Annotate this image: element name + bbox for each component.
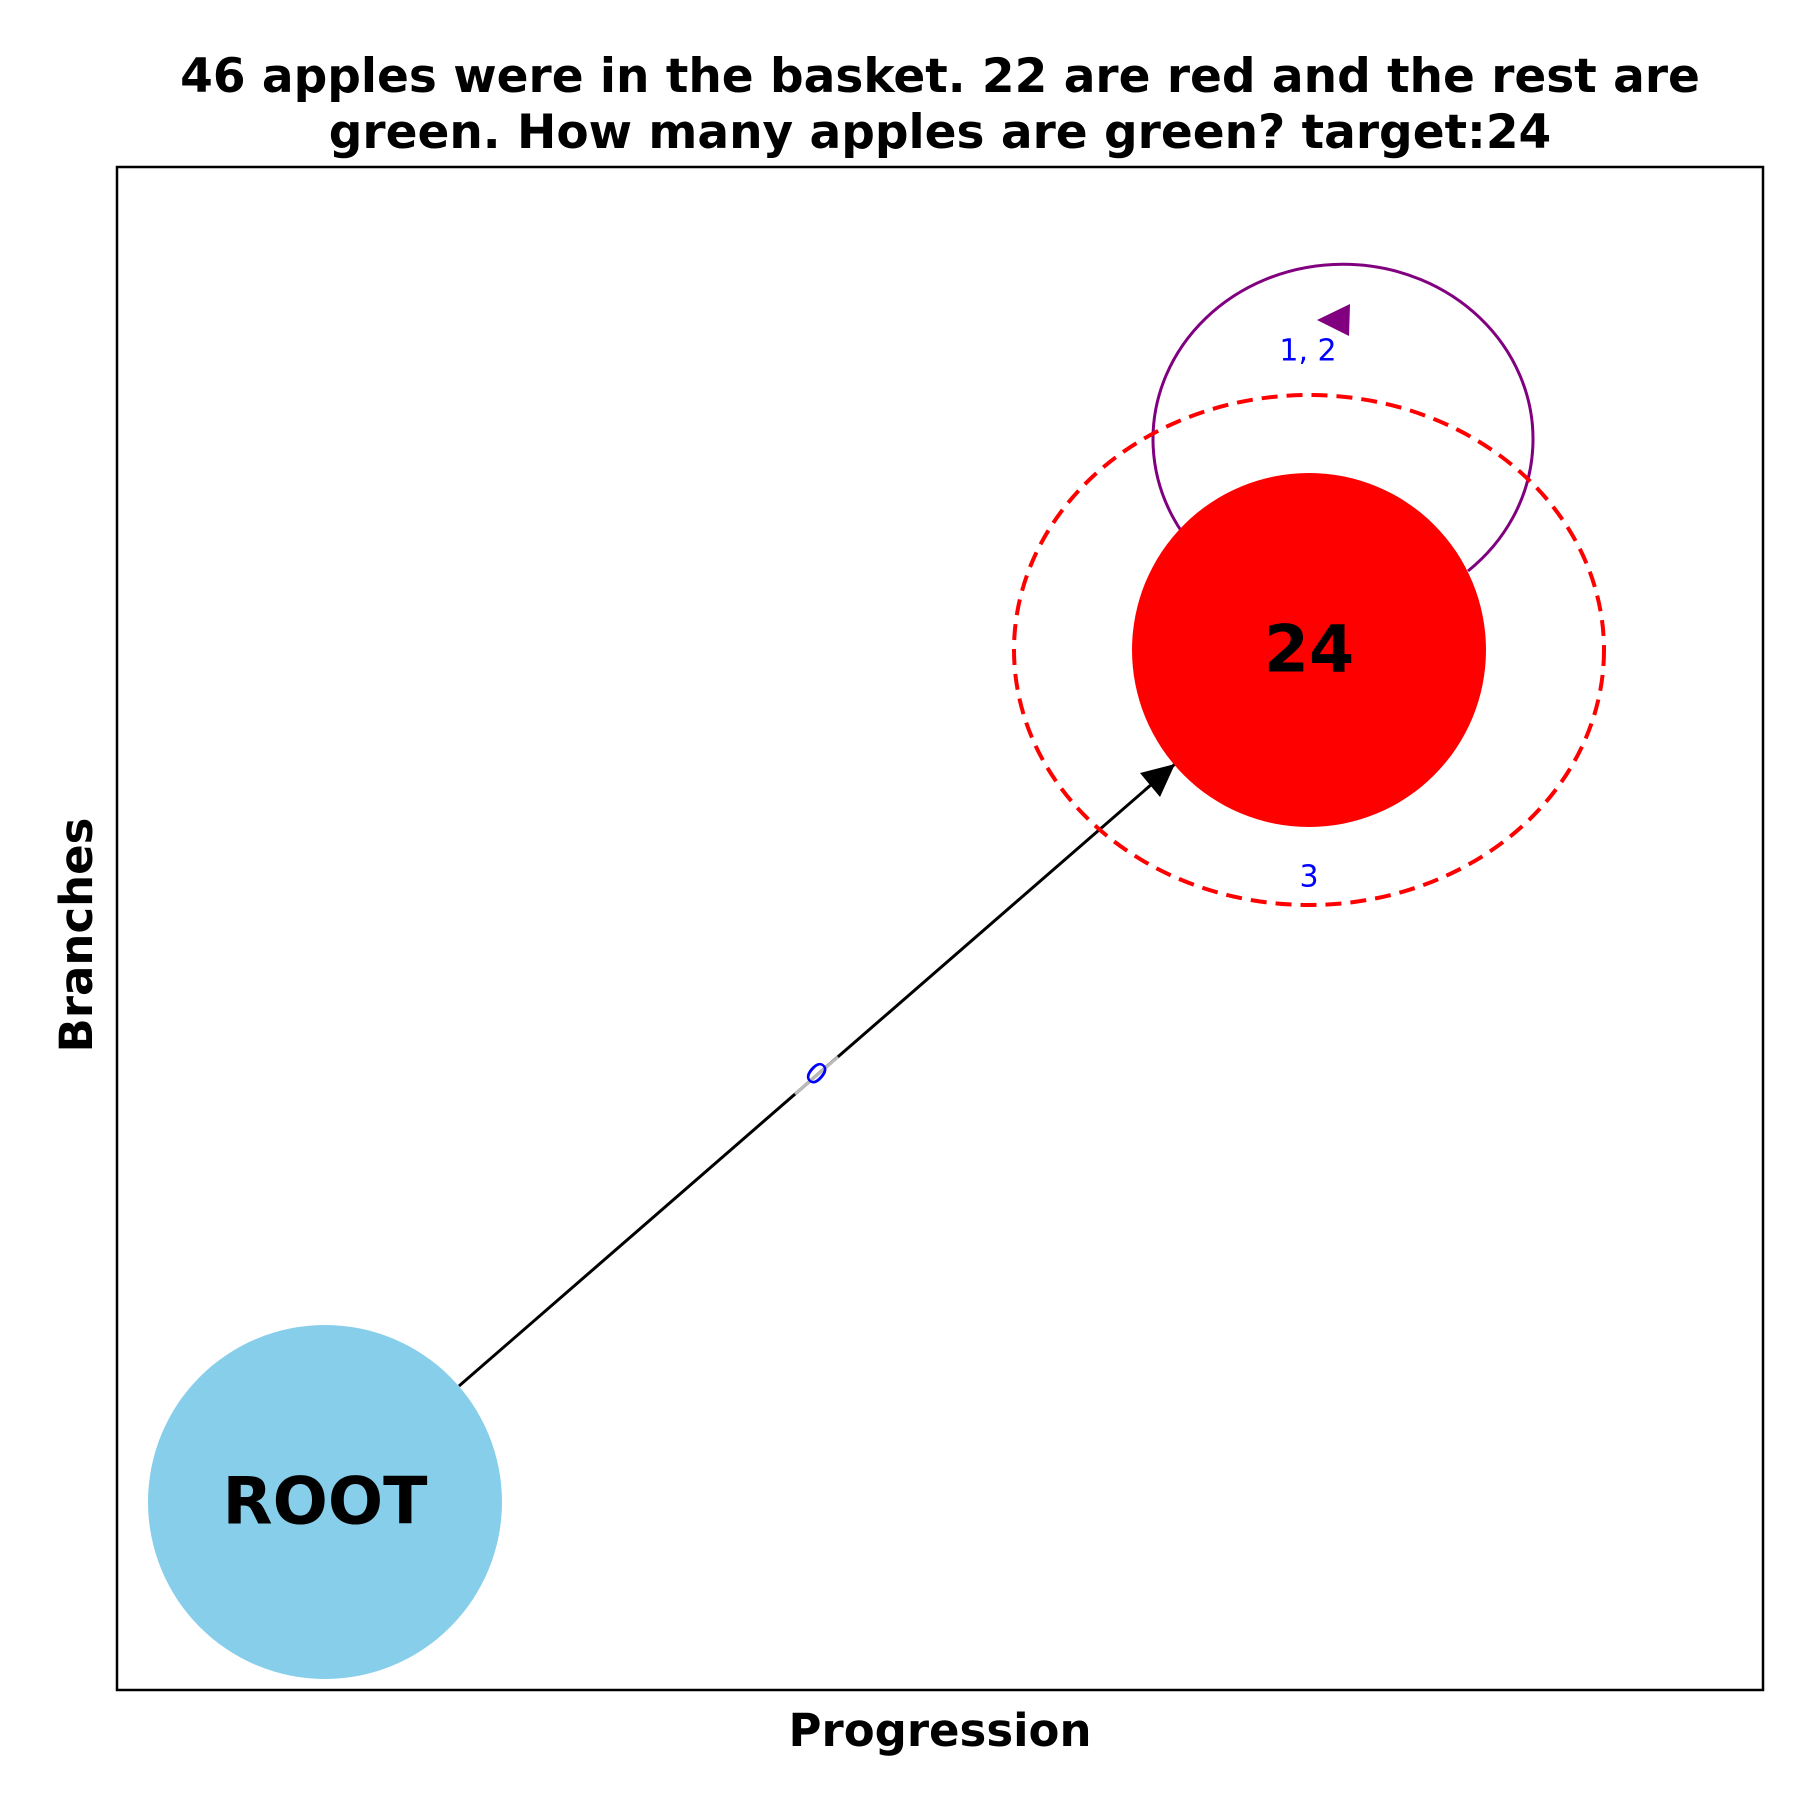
node-root-label: ROOT: [223, 1465, 428, 1540]
target-highlight-ring: [1012, 393, 1606, 907]
self-loop-edge: [1151, 262, 1535, 573]
self-loop-label: 1, 2: [1279, 334, 1336, 369]
edge-label-background: [794, 1055, 839, 1096]
chart-title-line-1: 46 apples were in the basket. 22 are red…: [180, 49, 1700, 104]
y-axis-label: Branches: [50, 818, 103, 1053]
self-loop-arrowhead: [1317, 304, 1350, 336]
ring-label: 3: [1299, 860, 1318, 895]
edge-root-to-answer-arrowhead: [1140, 764, 1175, 797]
node-answer: [1132, 473, 1486, 827]
node-root: [148, 1325, 502, 1679]
plot-frame: [115, 165, 1765, 1692]
chart-title-line-2: green. How many apples are green? target…: [329, 105, 1551, 160]
node-answer-label: 24: [1264, 613, 1354, 688]
x-axis-label: Progression: [789, 1704, 1092, 1757]
